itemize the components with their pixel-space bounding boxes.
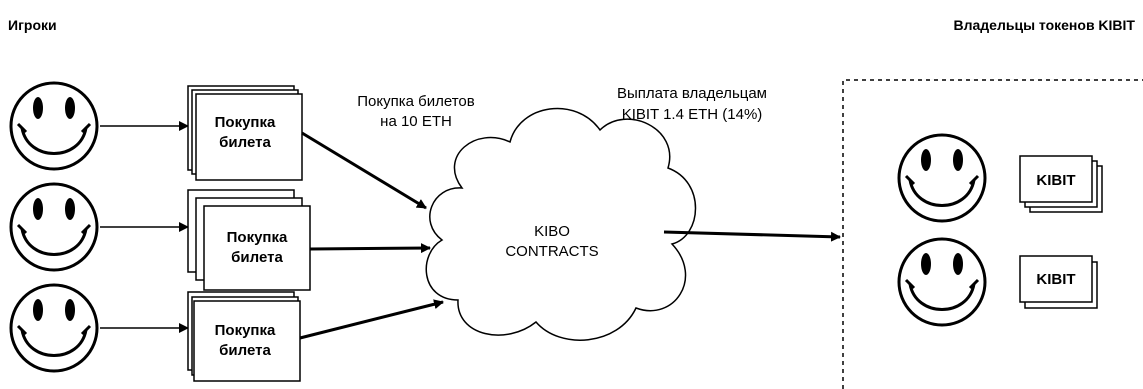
- payout-label-line1: Выплата владельцам: [617, 85, 767, 102]
- purchase-label-line1: Покупка билетов: [357, 93, 474, 110]
- purchase-label-line2: на 10 ETH: [380, 113, 452, 130]
- holder-1-smiley-icon: [897, 133, 987, 223]
- holder-2-smiley-icon: [897, 237, 987, 327]
- kibo-contracts-cloud: KIBO CONTRACTS: [425, 107, 697, 341]
- ticket-1-line1: Покупка: [215, 114, 276, 131]
- token-stack-1: KIBIT: [1019, 155, 1103, 213]
- ticket-2-line2: билета: [231, 249, 283, 266]
- token-stack-2: KIBIT: [1019, 255, 1098, 309]
- player-3-smiley-icon: [9, 283, 99, 373]
- token-2-label: KIBIT: [1036, 271, 1075, 288]
- arrow-ticket3-cloud: [299, 299, 444, 340]
- player-1-smiley-icon: [9, 81, 99, 171]
- ticket-stack-1: Покупка билета: [187, 85, 303, 181]
- payout-label-line2: KIBIT 1.4 ETH (14%): [622, 106, 763, 123]
- ticket-1-line2: билета: [219, 134, 271, 151]
- player-2-smiley-icon: [9, 182, 99, 272]
- cloud-label-line2: CONTRACTS: [505, 243, 598, 260]
- ticket-stack-3: Покупка билета: [187, 291, 301, 382]
- token-1-label: KIBIT: [1036, 172, 1075, 189]
- arrow-ticket2-cloud: [309, 243, 431, 254]
- arrow-ticket1-cloud: [301, 131, 427, 210]
- cloud-label-line1: KIBO: [534, 223, 570, 240]
- arrow-cloud-holders: [663, 230, 841, 242]
- ticket-3-line2: билета: [219, 342, 271, 359]
- ticket-3-line1: Покупка: [215, 322, 276, 339]
- ticket-2-line1: Покупка: [227, 229, 288, 246]
- players-header: Игроки: [8, 17, 57, 33]
- ticket-stack-2: Покупка билета: [187, 189, 311, 291]
- holders-container: [842, 79, 1143, 389]
- holders-header: Владельцы токенов KIBIT: [954, 17, 1136, 33]
